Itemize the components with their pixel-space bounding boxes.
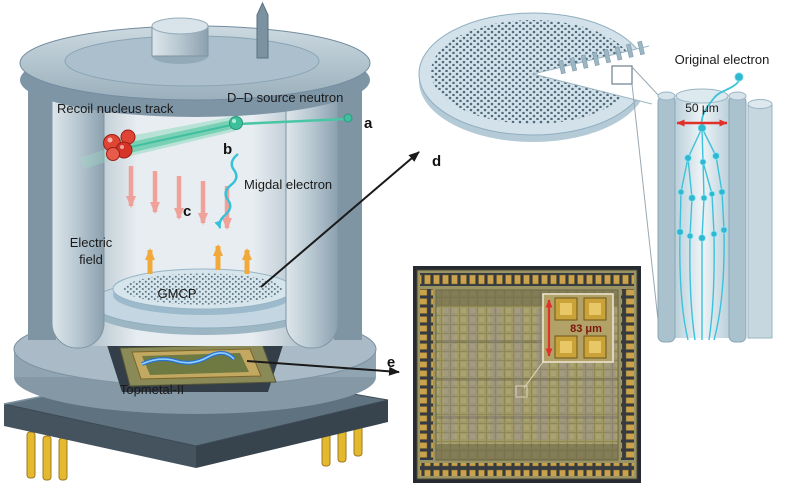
panel-d-label: d (432, 153, 441, 170)
source-rod (256, 1, 269, 59)
topmetal-label: Topmetal-II (120, 382, 184, 397)
dd-source-neutron-label: D–D source neutron (227, 90, 343, 105)
panel-e-label: e (387, 354, 395, 371)
electric-field-label-line2: field (79, 252, 103, 267)
mcp-cut-channels (558, 40, 645, 75)
gmcp-assembly (91, 268, 317, 335)
recoil-nucleus-cluster (103, 129, 136, 161)
chip-pad-col-left (420, 289, 433, 460)
ion-drift-arrows (126, 166, 232, 230)
mcp-cut-wedge (533, 46, 652, 104)
panel-c-label: c (183, 203, 191, 220)
avalanche-electrons (676, 72, 744, 242)
detector-assembly (3, 1, 389, 481)
gmcp-perforation (124, 273, 282, 305)
pixel-inset: 83 μm (542, 293, 614, 363)
original-electron-ball (734, 72, 744, 82)
panel-d-disc (418, 12, 661, 339)
chip-tint-columns (444, 308, 616, 440)
pixel-location-box (515, 385, 528, 398)
electric-field-label-line1: Electric (70, 235, 113, 250)
migdal-electron-label: Migdal electron (244, 177, 332, 192)
electron-avalanche (679, 80, 740, 341)
migdal-electron-squiggle (214, 153, 239, 229)
topmetal-chip (119, 343, 277, 387)
mcp-perforation (431, 20, 635, 124)
channel-mouth (675, 88, 729, 104)
adjacent-channel (747, 103, 773, 339)
chip-pad-row-top (420, 273, 634, 286)
neutron-track (80, 113, 353, 169)
feedthrough-stub (151, 17, 209, 64)
pore-scale-label: 50 μm (685, 101, 719, 115)
panel-e-chip: 83 μm (413, 266, 641, 483)
panel-a-label: a (364, 115, 373, 132)
pixel-scale-label: 83 μm (570, 323, 602, 335)
channel-right-wall (728, 95, 747, 343)
electric-field-arrows (145, 244, 252, 274)
chip-pad-col-right (621, 289, 634, 460)
arrow-to-panel-d (260, 151, 420, 288)
gmcp-label: GMCP (158, 286, 197, 301)
channel-left-wall (657, 95, 676, 343)
physics-annotations: Recoil nucleus track D–D source neutron … (57, 90, 373, 397)
zoom-source-box (611, 65, 633, 85)
pixel-pads (554, 297, 607, 359)
gmcp-channel-zoom: 50 μm Original electron (657, 52, 773, 343)
callout-arrows: d e (246, 151, 441, 376)
recoil-nucleus-track-label: Recoil nucleus track (57, 101, 174, 116)
neutron-ball (343, 113, 353, 123)
panel-b-label: b (223, 141, 232, 158)
chamber-walls (28, 63, 362, 349)
original-electron-label: Original electron (675, 52, 770, 67)
scatter-vertex-ball (229, 116, 243, 130)
arrow-to-panel-e (246, 360, 400, 376)
chip-pad-row-bottom (420, 463, 634, 476)
